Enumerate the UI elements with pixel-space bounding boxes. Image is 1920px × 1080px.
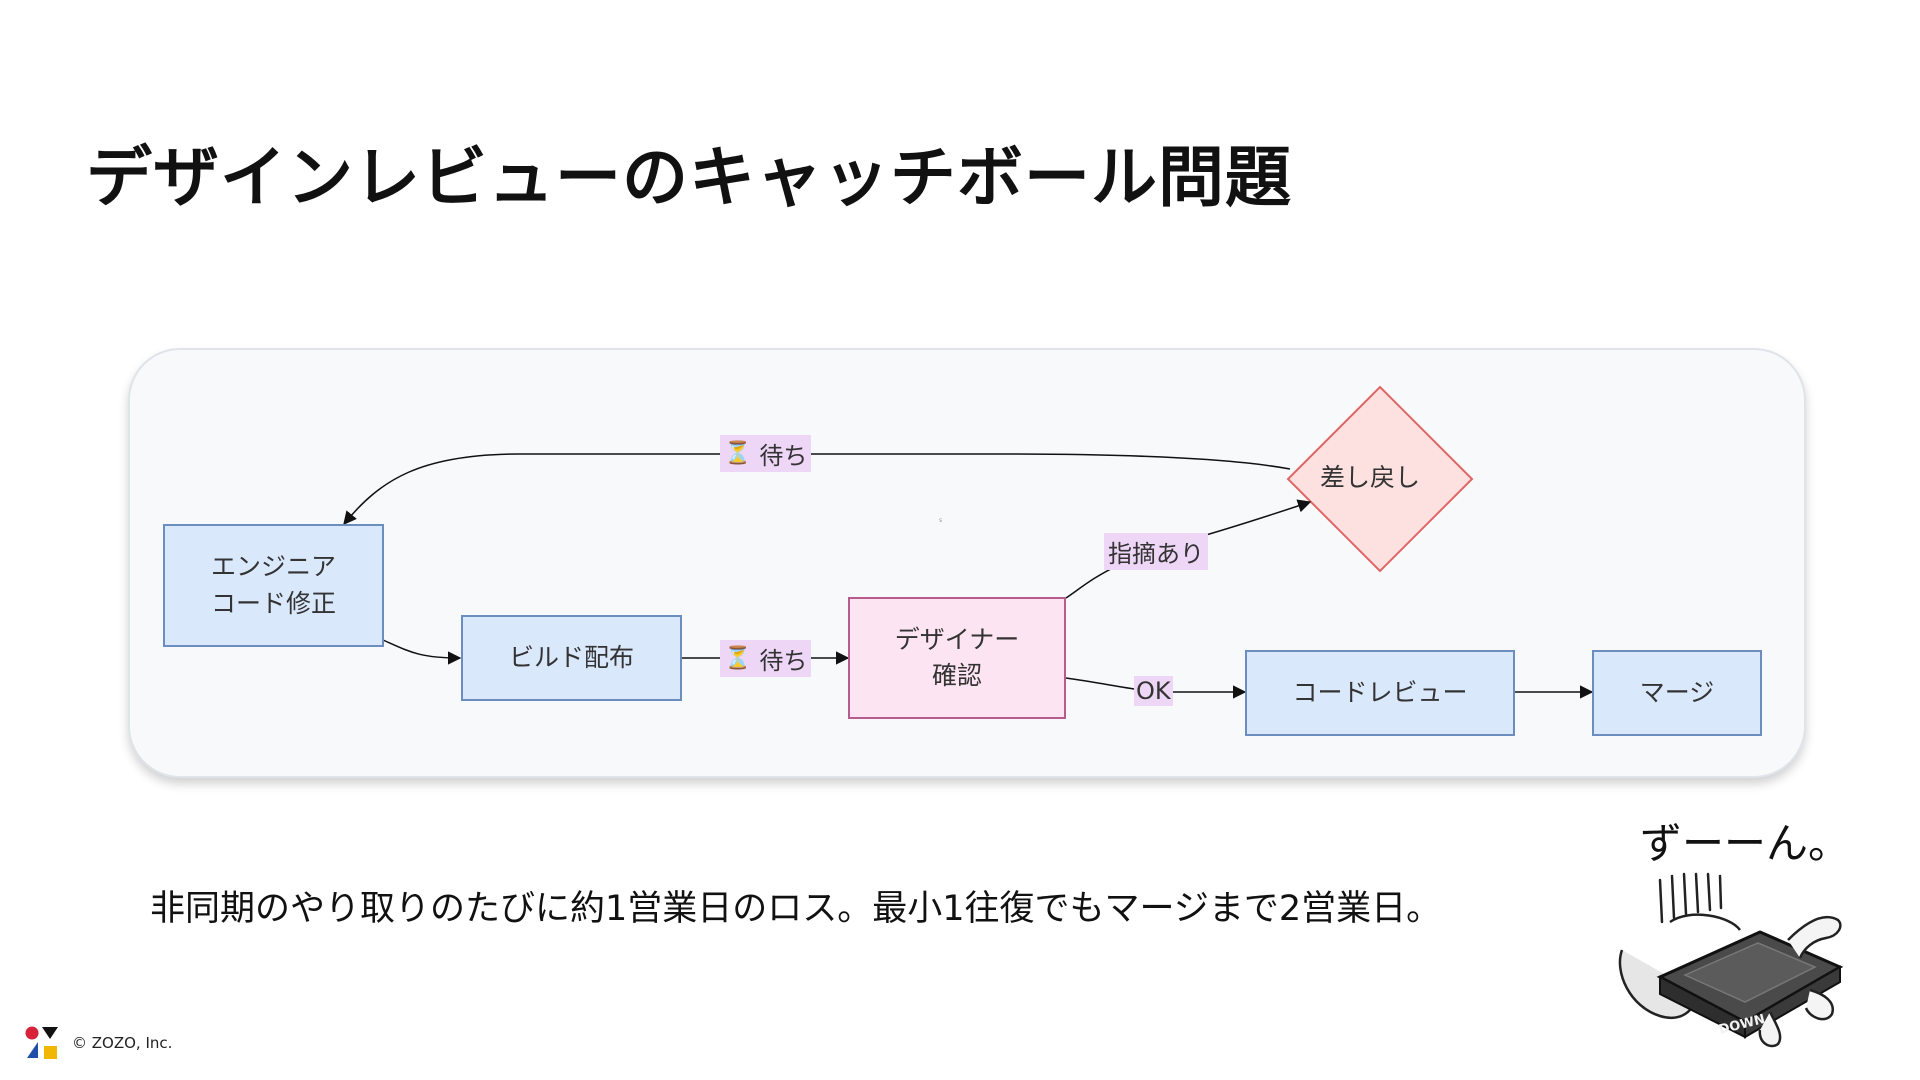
- edge-sendback-engineer: [343, 453, 1291, 526]
- edge-label-feedback-text: 指摘あり: [1108, 540, 1204, 568]
- node-designer-line1: デザイナー: [894, 624, 1020, 654]
- node-designer-check[interactable]: デザイナー 確認: [848, 597, 1066, 719]
- node-designer-line2: 確認: [931, 661, 982, 690]
- edge-label-wait-top: ⏳ 待ち: [720, 435, 812, 472]
- slide-caption: 非同期のやり取りのたびに約1営業日のロス。最小1往復でもマージまで2営業日。: [150, 889, 1442, 929]
- node-codereview-label: コードレビュー: [1292, 677, 1468, 707]
- sendback-diamond[interactable]: [1286, 385, 1474, 573]
- edge-engineer-build: [382, 639, 462, 665]
- stray-mark: s: [939, 517, 943, 524]
- node-code-review[interactable]: コードレビュー: [1245, 650, 1515, 736]
- edge-label-ok: OK: [1134, 676, 1173, 706]
- node-build-distribution[interactable]: ビルド配布: [461, 615, 682, 701]
- zozo-logo-icon: [25, 1026, 58, 1059]
- edge-label-wait-mid-text: 待ち: [759, 647, 808, 675]
- edge-label-wait-mid: ⏳ 待ち: [720, 640, 812, 677]
- node-engineer-code-fix[interactable]: エンジニア コード修正: [163, 524, 384, 647]
- footer: © ZOZO, Inc.: [24, 1024, 172, 1062]
- sad-cat-illustration: ずーーん。 DOWN: [1618, 819, 1850, 1048]
- copyright-text: © ZOZO, Inc.: [72, 1034, 173, 1052]
- edge-label-ok-text: OK: [1136, 677, 1171, 705]
- edge-label-feedback: 指摘あり: [1104, 533, 1208, 570]
- node-merge-label: マージ: [1639, 677, 1715, 707]
- illustration-caption: ずーーん。: [1640, 819, 1850, 868]
- edge-label-wait-top-text: 待ち: [759, 442, 808, 470]
- slide-title: デザインレビューのキャッチボール問題: [86, 139, 1292, 216]
- node-merge[interactable]: マージ: [1592, 650, 1762, 736]
- hourglass-icon: ⏳: [724, 646, 752, 671]
- hourglass-icon: ⏳: [724, 441, 752, 466]
- node-engineer-line2: コード修正: [210, 588, 336, 618]
- node-engineer-line1: エンジニア: [210, 552, 336, 582]
- node-build-label: ビルド配布: [508, 642, 634, 672]
- node-sendback-label: 差し戻し: [1319, 463, 1420, 492]
